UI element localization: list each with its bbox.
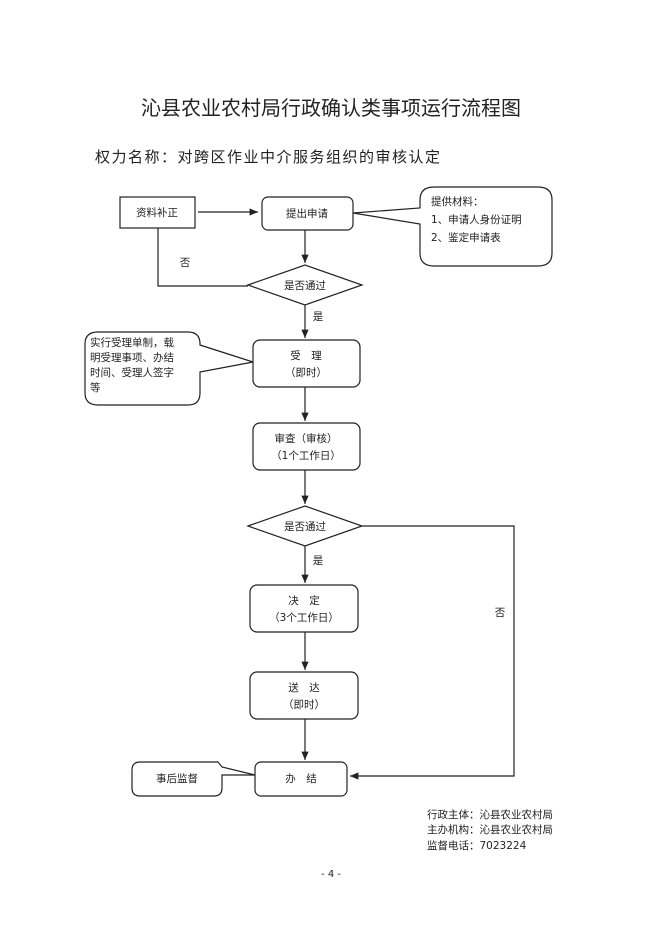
callout-materials-line: 1、申请人身份证明 [431, 213, 522, 226]
power-name: 权力名称：对跨区作业中介服务组织的审核认定 [95, 148, 442, 166]
line-no-to-correct [157, 228, 248, 287]
label-yes: 是 [313, 311, 324, 323]
footer-subject: 行政主体：沁县农业农村局 [427, 808, 553, 821]
node-accept [252, 339, 361, 388]
line-no-to-finish [350, 525, 515, 780]
node-deliver-sublabel: （即时） [283, 699, 325, 711]
callout-materials-line: 2、鉴定申请表 [431, 231, 501, 244]
node-apply-label: 提出申请 [286, 207, 328, 220]
page-number: - 4 - [321, 869, 341, 880]
node-decide-label: 决 定 [288, 594, 320, 607]
node-review [252, 422, 361, 471]
callout-accept-line: 明受理事项、办结 [90, 351, 174, 364]
footer-organizer: 主办机构：沁县农业农村局 [427, 823, 553, 836]
callout-materials-line: 提供材料： [431, 195, 484, 208]
node-review-label: 审查（审核） [275, 432, 338, 445]
node-review-sublabel: （1个工作日） [271, 450, 341, 462]
node-accept-sublabel: （即时） [285, 367, 327, 379]
callout-supervise-label: 事后监督 [156, 772, 198, 785]
decision-check2 [246, 505, 364, 547]
callout-accept-line: 时间、受理人签字 [90, 366, 174, 379]
callout-materials [352, 186, 553, 267]
node-deliver [249, 671, 359, 720]
node-decide [249, 584, 359, 633]
node-decide-sublabel: （3个工作日） [269, 612, 339, 624]
label-no: 否 [180, 257, 191, 269]
decision-check1-label: 是否通过 [284, 279, 326, 292]
callout-supervise [131, 761, 256, 797]
footer-phone: 监督电话：7023224 [427, 839, 527, 852]
page-title: 沁县农业农村局行政确认类事项运行流程图 [141, 96, 521, 120]
label-yes: 是 [313, 555, 324, 567]
node-correct [119, 196, 196, 229]
label-no: 否 [495, 607, 506, 619]
callout-accept-line: 实行受理单制，载 [90, 336, 174, 349]
node-finish-label: 办 结 [285, 772, 317, 785]
node-accept-label: 受 理 [290, 350, 322, 362]
node-correct-label: 资料补正 [136, 206, 178, 219]
node-finish [254, 761, 348, 797]
decision-check1 [246, 264, 364, 306]
callout-accept-note [84, 331, 254, 406]
decision-check2-label: 是否通过 [284, 520, 326, 533]
callout-accept-line: 等 [90, 381, 101, 394]
node-deliver-label: 送 达 [288, 681, 320, 694]
